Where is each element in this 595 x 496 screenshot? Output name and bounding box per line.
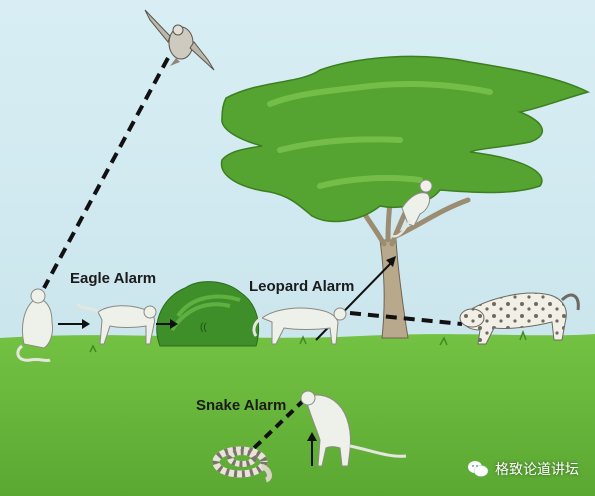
watermark: 格致论道讲坛 [467,459,579,479]
watermark-text: 格致论道讲坛 [495,462,579,478]
tree-canopy [220,55,591,223]
monkey-sitting [16,288,53,363]
wechat-icon [468,461,489,477]
grass-ground [0,334,595,496]
tree-canopy-highlight [267,81,493,189]
leopard-alarm-label: Leopard Alarm [249,278,355,295]
arrow-right-1 [58,319,90,329]
leopard-alarm-line [349,311,463,326]
arrow-up [307,432,317,466]
snake-alarm-label: Snake Alarm [196,397,287,414]
acacia-tree [220,55,591,339]
eagle-alarm-line [42,57,170,289]
monkey-in-tree [391,179,433,238]
snake-alarm-line [252,398,306,450]
monkey-running [76,303,157,345]
arrow-right-2 [156,319,178,329]
monkey-standing [300,390,407,467]
eagle [144,9,215,71]
leopard [459,292,580,345]
eagle-alarm-label: Eagle Alarm [70,270,157,287]
bush-sound-marks: (( [200,322,207,333]
monkey-walking [252,307,347,345]
snake [212,446,272,483]
